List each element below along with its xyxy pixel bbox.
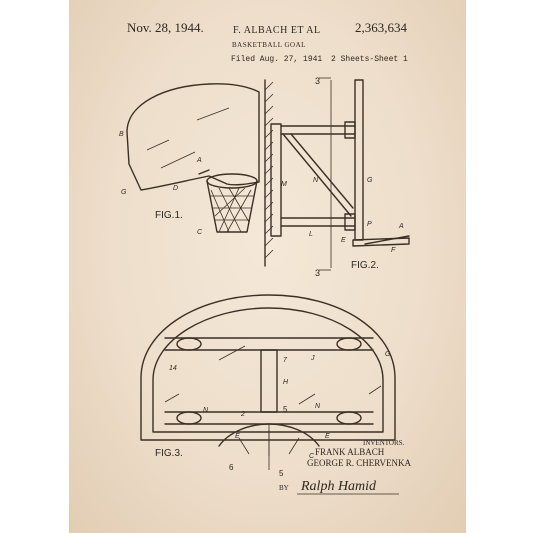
ref-c-fig3: C — [309, 453, 315, 460]
fig2-brace — [282, 133, 352, 217]
ref-n-right: N — [315, 403, 321, 410]
fig2-backboard-edge — [354, 79, 364, 241]
ref-g-fig2: G — [367, 177, 373, 184]
ref-e-left: E — [235, 433, 240, 440]
ref-h: H — [283, 379, 289, 386]
ref-e-fig2: E — [341, 237, 346, 244]
ref-n-left: N — [203, 407, 209, 414]
ref-g-fig3: G — [385, 351, 391, 358]
patent-sheet: Nov. 28, 1944. F. ALBACH ET AL 2,363,634… — [69, 0, 466, 533]
ref-d: D — [173, 185, 178, 192]
ref-j: J — [310, 355, 315, 362]
fig2-label: FIG.2. — [351, 260, 379, 271]
fig1-net — [206, 180, 258, 233]
ref-a-fig2: A — [398, 223, 404, 230]
fig1-rim — [206, 173, 258, 189]
section-mark-bottom: 3 — [315, 268, 320, 278]
patent-number: 2,363,634 — [355, 20, 407, 35]
fig2-drawing — [270, 77, 410, 271]
section-mark-top: 3 — [315, 76, 320, 86]
section-mark-five-bottom: 5 — [279, 469, 284, 478]
ref-two: 2 — [240, 411, 245, 418]
ref-e-right: E — [325, 433, 330, 440]
ref-n-fig2: N — [313, 177, 319, 184]
fig3-backboard — [140, 294, 396, 441]
ref-c-fig1: C — [197, 229, 203, 236]
inventors-label: INVENTORS. — [363, 439, 405, 447]
ref-seven: 7 — [283, 357, 288, 364]
fig1-backboard — [126, 83, 260, 191]
inventor-name-2: GEORGE R. CHERVENKA — [307, 458, 412, 468]
fig2-wall-plate — [270, 123, 282, 237]
patent-drawing: FIG.1. FIG.2. FIG.3. 3 3 5 5 B G A D C M… — [119, 76, 412, 495]
wall-section — [264, 79, 274, 267]
ref-a-fig1: A — [196, 157, 202, 164]
fig1-drawing — [126, 83, 260, 233]
fig1-label: FIG.1. — [155, 210, 183, 221]
attorney-signature: Ralph Hamid — [300, 479, 377, 494]
patent-date: Nov. 28, 1944. — [127, 20, 204, 35]
fig3-drawing — [140, 294, 396, 470]
ref-p: P — [367, 221, 372, 228]
inventor-name-1: FRANK ALBACH — [315, 447, 385, 457]
ref-fourteen: 14 — [169, 365, 177, 372]
section-mark-five-top: 5 — [283, 405, 288, 414]
ref-b: B — [119, 131, 124, 138]
sheet-count: 2 Sheets-Sheet 1 — [331, 55, 408, 64]
fig3-label: FIG.3. — [155, 448, 183, 459]
filed-date: Filed Aug. 27, 1941 — [231, 55, 323, 64]
by-label: BY — [279, 484, 289, 492]
ref-g-fig1: G — [121, 189, 127, 196]
patent-title: BASKETBALL GOAL — [232, 41, 306, 49]
ref-l-fig2: L — [309, 231, 313, 238]
ref-m: M — [281, 181, 287, 188]
inventor-header: F. ALBACH ET AL — [233, 25, 321, 36]
ref-f: F — [391, 247, 396, 254]
ref-six: 6 — [229, 463, 234, 472]
fig3-center-post — [260, 349, 278, 413]
